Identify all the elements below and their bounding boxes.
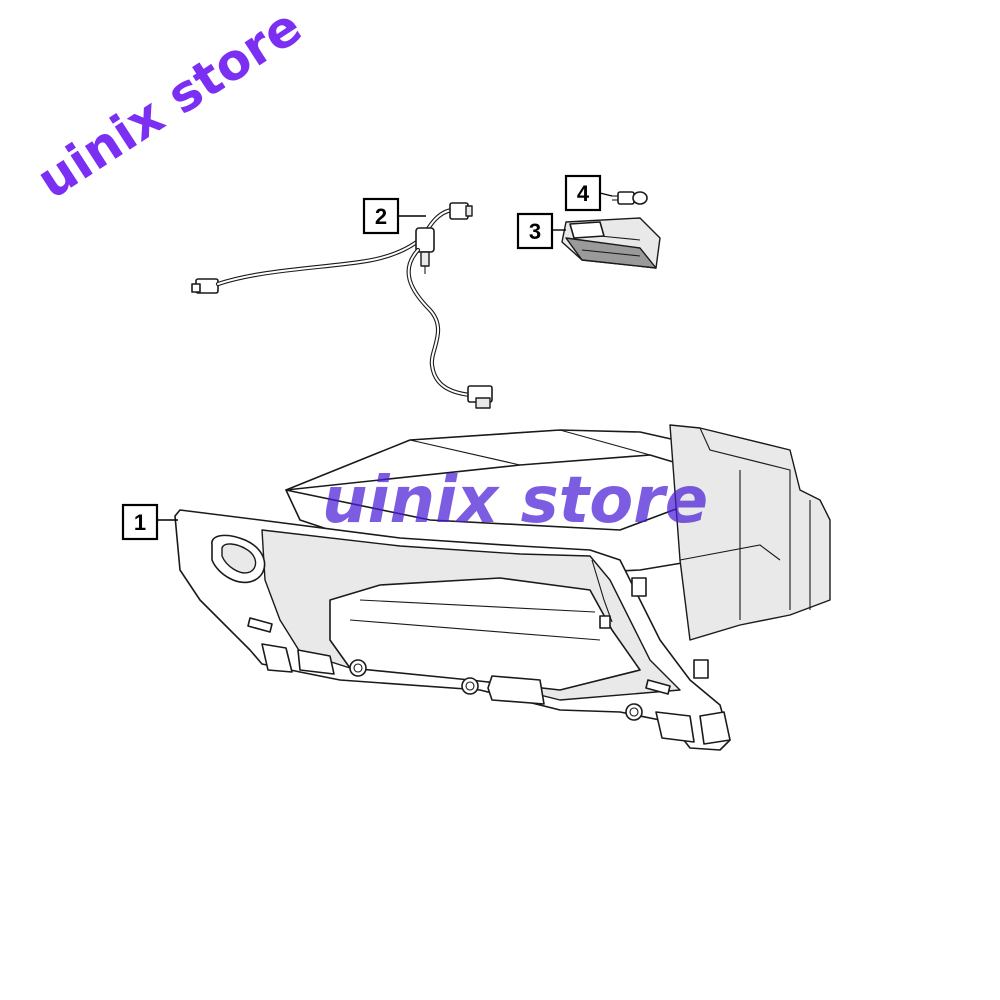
lamp-housing [561,217,661,269]
callout-4: 4 [564,174,613,212]
bulb [612,191,648,205]
callout-2-label: 2 [375,204,387,229]
callout-3: 3 [516,212,566,250]
glove-box-assembly [174,424,831,751]
callout-1: 1 [121,503,178,541]
harness-switch [415,227,435,274]
callout-2: 2 [362,197,426,235]
watermark-center: uinix store [322,464,708,538]
callout-1-label: 1 [134,510,146,535]
harness-bottom-connector [467,385,493,409]
callout-4-label: 4 [577,181,590,206]
callout-3-label: 3 [529,219,541,244]
harness-left-connector [191,278,219,294]
wiring-harness [191,202,493,409]
watermark-top: uinix store [27,0,312,210]
harness-top-connector [449,202,473,220]
